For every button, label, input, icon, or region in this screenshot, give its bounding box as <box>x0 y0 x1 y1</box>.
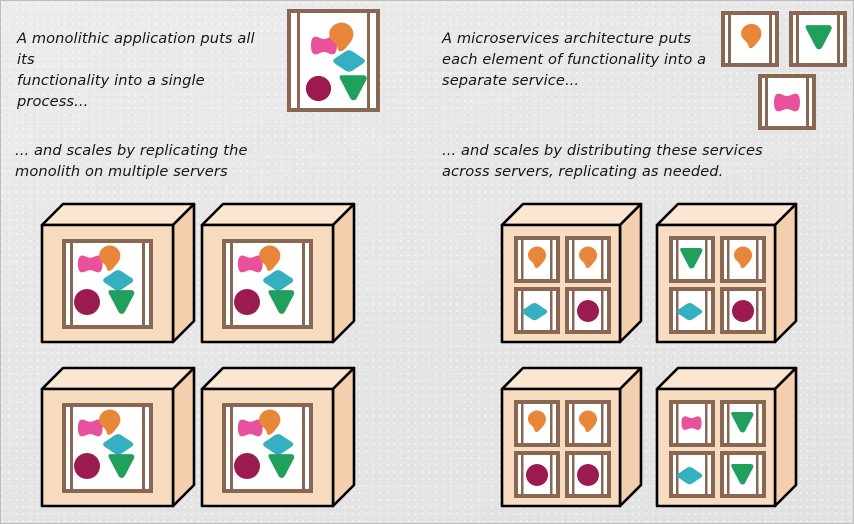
service-cell <box>565 236 611 283</box>
window-mullion-right <box>367 13 370 108</box>
microservice-server-2 <box>654 201 799 346</box>
service-window-triangle <box>789 11 847 67</box>
service-cell <box>669 400 715 447</box>
cyan-diamond-icon <box>332 49 366 73</box>
service-cell <box>514 451 560 498</box>
service-cell <box>669 287 715 334</box>
caption-monolith-intro: A monolithic application puts all its fu… <box>17 30 255 110</box>
monolith-server-2 <box>199 201 356 346</box>
window-mullion-left <box>297 13 300 108</box>
service-cell <box>720 400 766 447</box>
service-window-bowtie <box>758 74 816 130</box>
orange-blob-icon <box>328 22 354 52</box>
caption-microservices-intro: A microservices architecture puts each e… <box>442 30 707 89</box>
window-mullion-right <box>837 15 840 63</box>
monolith-app-window <box>287 9 380 112</box>
shape-group <box>234 245 295 315</box>
service-cell <box>514 400 560 447</box>
service-cell <box>669 451 715 498</box>
service-cell <box>565 400 611 447</box>
microservice-server-1 <box>499 201 644 346</box>
monolith-server-4 <box>199 365 356 510</box>
service-cell <box>514 287 560 334</box>
caption-monolith-scaling: ... and scales by replicating the monoli… <box>15 142 248 180</box>
service-window-blob <box>721 11 779 67</box>
service-cell <box>514 236 560 283</box>
green-triangle-icon <box>337 74 368 102</box>
green-triangle-icon <box>803 24 833 51</box>
window-mullion-left <box>765 78 768 126</box>
shape-group <box>74 409 135 479</box>
caption-microservices-scaling: ... and scales by distributing these ser… <box>442 142 763 180</box>
service-cell <box>669 236 715 283</box>
microservice-server-3 <box>499 365 644 510</box>
monolith-server-3 <box>39 365 196 510</box>
service-cell <box>720 451 766 498</box>
pink-bowtie-icon <box>309 35 339 56</box>
service-cell <box>565 451 611 498</box>
service-cell <box>720 236 766 283</box>
shape-group <box>234 409 295 479</box>
shape-group <box>74 245 135 315</box>
service-cell <box>720 287 766 334</box>
pink-bowtie-icon <box>772 92 802 113</box>
window-mullion-left <box>728 15 731 63</box>
window-mullion-left <box>796 15 799 63</box>
window-mullion-right <box>769 15 772 63</box>
magenta-circle-icon <box>305 75 332 102</box>
service-cell <box>565 287 611 334</box>
orange-blob-icon <box>740 23 762 49</box>
microservice-server-4 <box>654 365 799 510</box>
window-mullion-right <box>806 78 809 126</box>
monolith-server-1 <box>39 201 196 346</box>
